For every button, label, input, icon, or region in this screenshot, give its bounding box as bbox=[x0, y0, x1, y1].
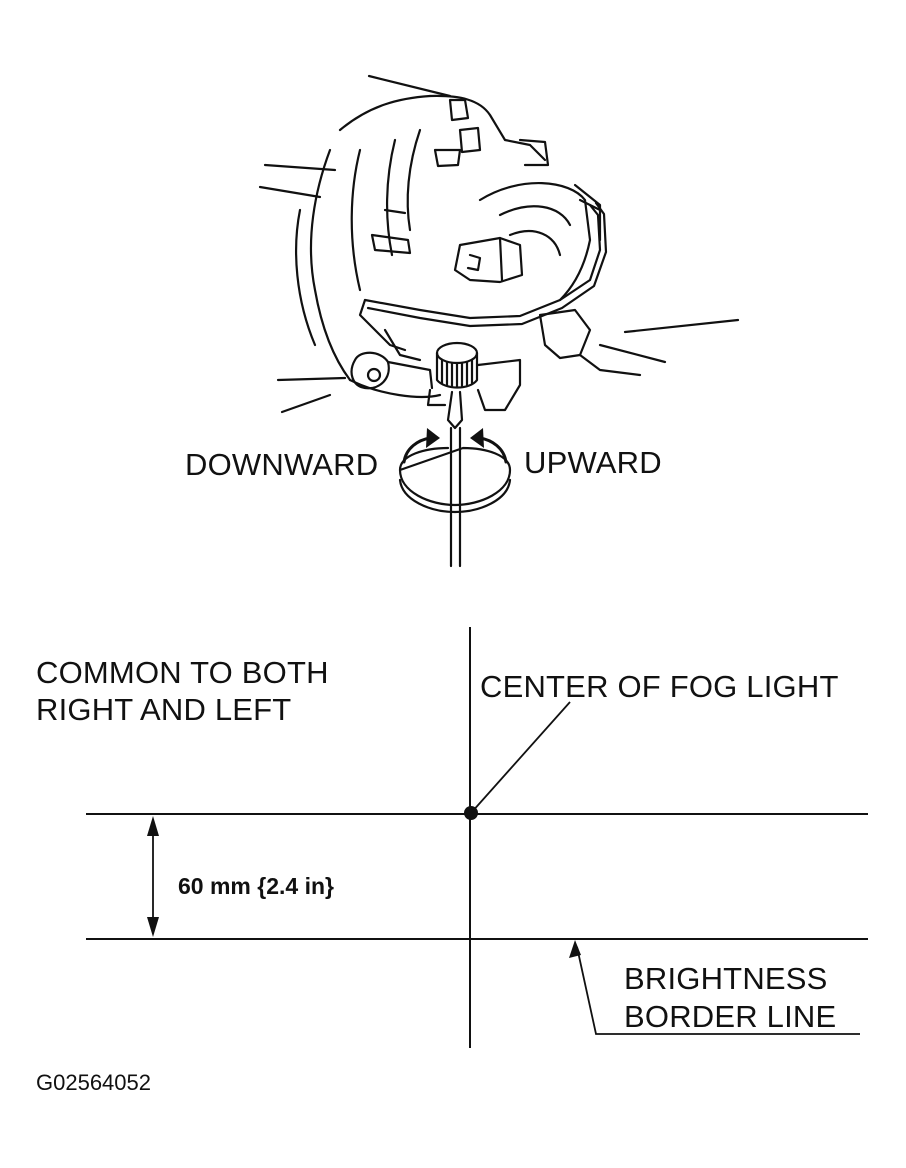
common-label-line1: COMMON TO BOTH bbox=[36, 655, 329, 690]
aiming-chart bbox=[86, 627, 868, 1048]
dimension-label: 60 mm {2.4 in} bbox=[178, 873, 334, 899]
brightness-border-label-line2: BORDER LINE bbox=[624, 999, 837, 1034]
upward-label: UPWARD bbox=[524, 445, 662, 480]
border-label-leader bbox=[576, 946, 860, 1035]
center-of-fog-light-label: CENTER OF FOG LIGHT bbox=[480, 669, 839, 704]
center-label-leader bbox=[470, 701, 571, 814]
figure-code: G02564052 bbox=[36, 1070, 151, 1095]
fog-light-assembly-drawing bbox=[258, 74, 740, 568]
dimension-arrow-bottom bbox=[147, 917, 159, 937]
downward-label: DOWNWARD bbox=[185, 447, 379, 482]
common-label-line2: RIGHT AND LEFT bbox=[36, 692, 292, 727]
brightness-border-label-line1: BRIGHTNESS bbox=[624, 961, 828, 996]
dimension-arrow-top bbox=[147, 816, 159, 836]
border-leader-arrowhead bbox=[569, 940, 581, 958]
